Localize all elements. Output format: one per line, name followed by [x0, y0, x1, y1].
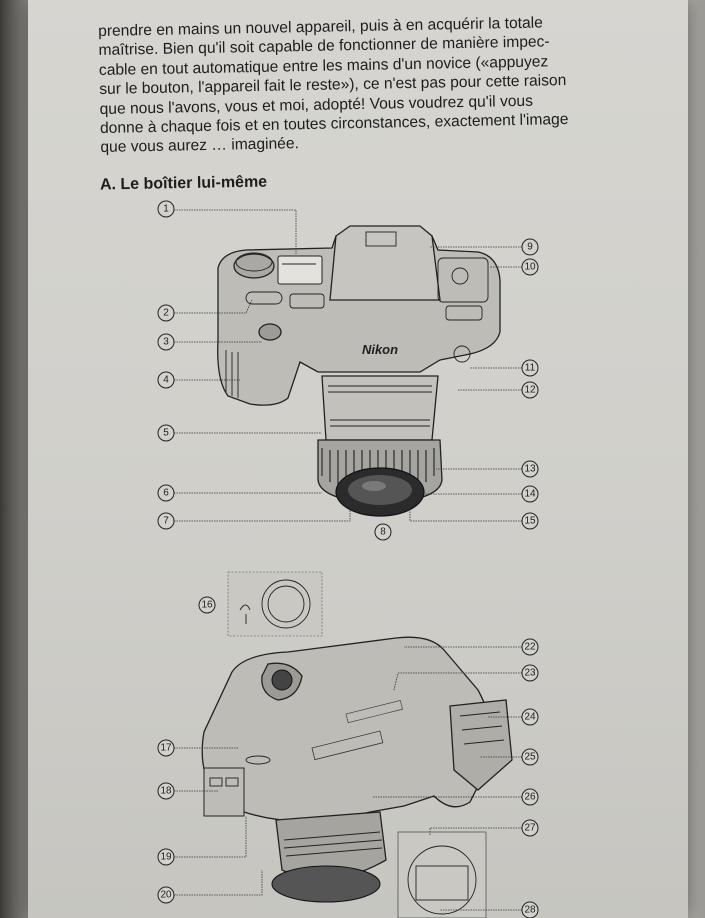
svg-text:23: 23 [524, 668, 536, 679]
callout-22: 22 [521, 638, 539, 656]
svg-text:4: 4 [163, 375, 169, 386]
callout-leaders-bottom [174, 646, 522, 911]
callout-27: 27 [521, 819, 539, 837]
callout-20: 20 [157, 886, 175, 904]
svg-text:12: 12 [524, 385, 536, 396]
svg-text:11: 11 [525, 363, 536, 374]
callout-12: 12 [521, 381, 539, 399]
svg-text:3: 3 [163, 337, 169, 348]
svg-text:16: 16 [201, 600, 213, 611]
svg-text:2: 2 [163, 308, 169, 319]
lens-grip-bottom [283, 831, 383, 857]
svg-text:13: 13 [524, 464, 536, 475]
svg-text:1: 1 [163, 204, 169, 215]
callout-9: 9 [521, 238, 539, 256]
callout-6: 6 [157, 484, 175, 502]
callout-3: 3 [157, 333, 175, 351]
svg-text:14: 14 [524, 489, 536, 500]
callout-7: 7 [157, 512, 175, 530]
svg-text:6: 6 [163, 488, 169, 499]
callout-16: 16 [198, 596, 216, 614]
callout-24: 24 [521, 708, 539, 726]
svg-text:17: 17 [160, 743, 172, 754]
svg-text:10: 10 [524, 262, 536, 273]
brand-label: Nikon [362, 342, 398, 357]
callout-14: 14 [521, 485, 539, 503]
callout-2: 2 [157, 304, 175, 322]
svg-text:18: 18 [160, 786, 172, 797]
callout-1: 1 [157, 200, 175, 218]
callout-10: 10 [521, 258, 539, 276]
callout-4: 4 [157, 371, 175, 389]
svg-text:26: 26 [524, 792, 536, 803]
svg-text:25: 25 [524, 752, 536, 763]
svg-text:15: 15 [524, 516, 536, 527]
callout-11: 11 [521, 359, 539, 377]
camera-front-illustration: Nikon [217, 225, 501, 517]
svg-text:22: 22 [524, 642, 536, 653]
svg-text:24: 24 [524, 712, 536, 723]
svg-text:19: 19 [160, 852, 172, 863]
svg-text:9: 9 [527, 242, 533, 253]
callout-8: 8 [374, 523, 392, 541]
callout-19: 19 [157, 848, 175, 866]
callout-25: 25 [521, 748, 539, 766]
callout-15: 15 [521, 512, 539, 530]
inset-mount-detail [227, 571, 323, 637]
callout-5: 5 [157, 424, 175, 442]
lens-ribs [328, 385, 432, 427]
svg-text:20: 20 [160, 890, 172, 901]
callout-leaders-top [174, 209, 522, 522]
callout-23: 23 [521, 664, 539, 682]
svg-text:28: 28 [524, 905, 536, 916]
svg-text:5: 5 [163, 428, 169, 439]
callout-markers: 1 2 3 4 5 6 7 8 9 10 11 12 13 14 15 16 1… [157, 200, 539, 918]
callout-13: 13 [521, 460, 539, 478]
callout-18: 18 [157, 782, 175, 800]
bottom-lettering [311, 700, 403, 761]
camera-bottom-illustration [201, 636, 513, 918]
callout-17: 17 [157, 739, 175, 757]
svg-text:8: 8 [380, 527, 386, 538]
svg-text:7: 7 [163, 516, 169, 527]
callout-26: 26 [521, 788, 539, 806]
callout-28: 28 [521, 901, 539, 918]
svg-text:27: 27 [524, 823, 536, 834]
